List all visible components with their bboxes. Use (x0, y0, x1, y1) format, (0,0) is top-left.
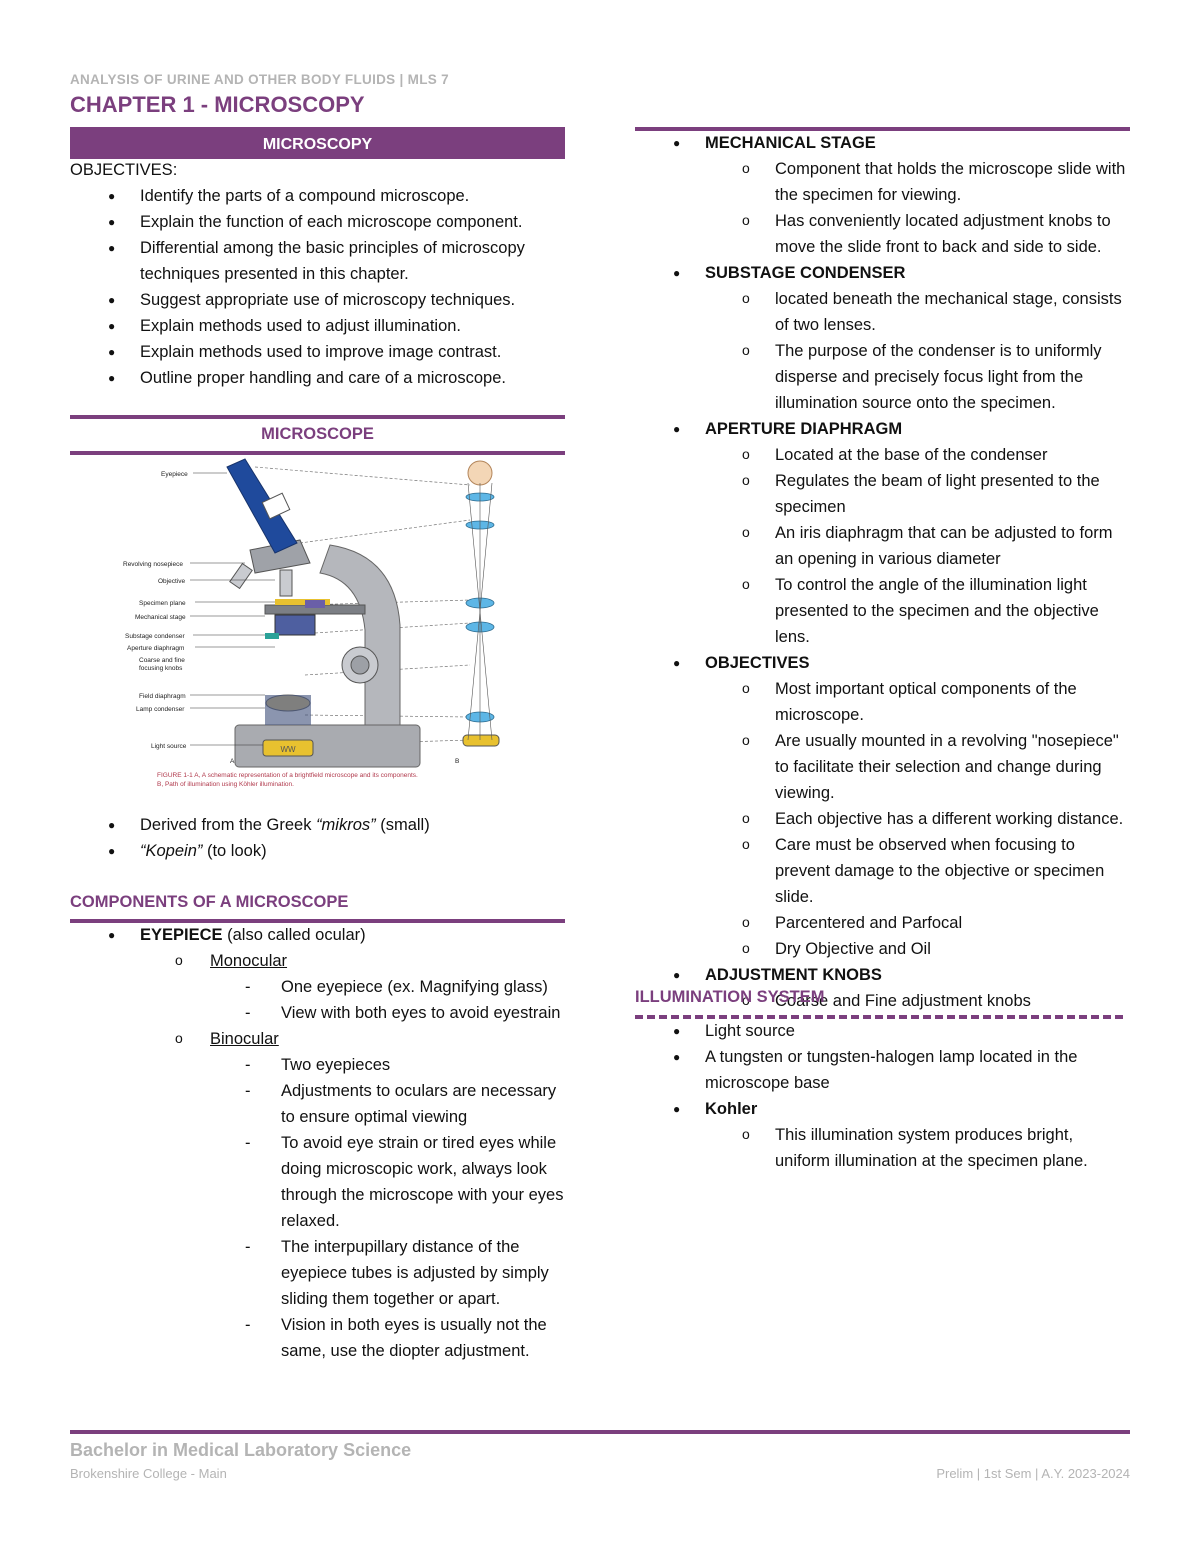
list-item: EYEPIECE (also called ocular) (70, 922, 565, 948)
label-focusing-knobs: focusing knobs (139, 665, 183, 672)
list-item: Derived from the Greek “mikros” (small) (70, 812, 565, 838)
illumination-dashed-rule (635, 1015, 1123, 1019)
objectives-list: Identify the parts of a compound microsc… (70, 183, 565, 391)
label-a: A (230, 758, 235, 765)
list-item: Adjustments to oculars are necessary to … (70, 1078, 564, 1130)
list-item: located beneath the mechanical stage, co… (635, 285, 1130, 338)
chapter-title: CHAPTER 1 - MICROSCOPY (70, 92, 365, 117)
eyepiece-label: EYEPIECE (140, 926, 223, 944)
list-item: Component that holds the microscope slid… (635, 155, 1130, 208)
footer-program: Bachelor in Medical Laboratory Science (70, 1440, 412, 1460)
list-item: Regulates the beam of light presented to… (635, 467, 1130, 520)
list-item: A tungsten or tungsten-halogen lamp loca… (635, 1044, 1130, 1096)
list-item: Are usually mounted in a revolving "nose… (635, 727, 1130, 806)
list-item: An iris diaphragm that can be adjusted t… (635, 519, 1130, 572)
label-objective: Objective (158, 578, 185, 585)
list-item: Explain the function of each microscope … (70, 209, 565, 235)
eyepiece-note: (also called ocular) (222, 926, 366, 944)
microscope-title: MICROSCOPE (261, 425, 374, 443)
figure-caption-2: B, Path of illumination using Köhler ill… (157, 781, 294, 788)
etymology-meaning: (to look) (202, 842, 267, 860)
components-title: COMPONENTS OF A MICROSCOPE (70, 893, 349, 911)
adjustment-knobs-heading: ADJUSTMENT KNOBS (635, 962, 1130, 988)
figure-caption-1: FIGURE 1-1 A, A schematic representation… (157, 772, 418, 779)
list-item: View with both eyes to avoid eyestrain (70, 1000, 565, 1026)
substage-condenser-heading: SUBSTAGE CONDENSER (635, 260, 1130, 286)
label-mechanical-stage: Mechanical stage (135, 614, 186, 621)
microscope-bottom-rule (70, 451, 565, 455)
list-item: Explain methods used to improve image co… (70, 339, 565, 365)
list-item: Each objective has a different working d… (635, 805, 1130, 832)
list-item: Care must be observed when focusing to p… (635, 831, 1130, 910)
label-coarse-fine: Coarse and fine (139, 657, 185, 664)
list-item: Coarse and Fine adjustment knobs (635, 987, 1130, 1014)
list-item: Vision in both eyes is usually not the s… (70, 1312, 564, 1364)
list-item: Most important optical components of the… (635, 675, 1130, 728)
aperture-diaphragm-heading: APERTURE DIAPHRAGM (635, 416, 1130, 442)
etymology-section: Derived from the Greek “mikros” (small) … (70, 812, 565, 864)
objectives-heading: OBJECTIVES (635, 650, 1130, 676)
binocular-heading: Binocular (70, 1025, 565, 1052)
etymology-meaning: (small) (375, 816, 430, 834)
label-substage-condenser: Substage condenser (125, 633, 185, 640)
list-item: Explain methods used to adjust illuminat… (70, 313, 565, 339)
right-top-rule (635, 127, 1130, 131)
list-item: Suggest appropriate use of microscopy te… (70, 287, 565, 313)
list-item: Parcentered and Parfocal (635, 909, 1130, 936)
list-item: The purpose of the condenser is to unifo… (635, 337, 1130, 416)
components-rule (70, 919, 565, 923)
list-item: Light source (635, 1018, 1130, 1044)
label-lamp-condenser: Lamp condenser (136, 706, 185, 713)
list-item: Has conveniently located adjustment knob… (635, 207, 1130, 260)
list-item: Outline proper handling and care of a mi… (70, 365, 565, 391)
label-eyepiece: Eyepiece (161, 471, 188, 478)
footer-term: Prelim | 1st Sem | A.Y. 2023-2024 (936, 1466, 1130, 1481)
footer-school: Brokenshire College - Main (70, 1466, 227, 1481)
microscope-diagram: WW Eyepiece (123, 458, 500, 788)
label-nosepiece: Revolving nosepiece (123, 561, 183, 568)
label-specimen-plane: Specimen plane (139, 600, 186, 607)
list-item: The interpupillary distance of the eyepi… (70, 1234, 564, 1312)
list-item: This illumination system produces bright… (635, 1121, 1130, 1174)
kohler-heading: Kohler (635, 1096, 1130, 1122)
monocular-heading: Monocular (70, 947, 565, 974)
label-aperture-diaphragm: Aperture diaphragm (127, 645, 184, 652)
right-column: MECHANICAL STAGE Component that holds th… (635, 130, 1130, 1014)
list-item: Differential among the basic principles … (70, 235, 565, 287)
label-light-source: Light source (151, 743, 187, 750)
illumination-title: ILLUMINATION SYSTEM (635, 988, 825, 1006)
etymology-text: Derived from the Greek (140, 816, 317, 834)
footer-rule (70, 1430, 1130, 1434)
etymology-word: “Kopein” (140, 842, 203, 860)
list-item: To control the angle of the illumination… (635, 571, 1130, 650)
list-item: One eyepiece (ex. Magnifying glass) (70, 974, 565, 1000)
list-item: Dry Objective and Oil (635, 935, 1130, 962)
mechanical-stage-heading: MECHANICAL STAGE (635, 130, 1130, 156)
list-item: Two eyepieces (70, 1052, 565, 1078)
list-item: “Kopein” (to look) (70, 838, 565, 864)
course-title: ANALYSIS OF URINE AND OTHER BODY FLUIDS … (70, 72, 449, 87)
microscopy-banner: MICROSCOPY (70, 130, 565, 159)
objectives-section: OBJECTIVES: Identify the parts of a comp… (70, 157, 565, 391)
list-item: To avoid eye strain or tired eyes while … (70, 1130, 564, 1234)
components-section: EYEPIECE (also called ocular) Monocular … (70, 922, 565, 1364)
objectives-label: OBJECTIVES: (70, 161, 178, 179)
svg-text:WW: WW (280, 745, 296, 754)
list-item: Identify the parts of a compound microsc… (70, 183, 565, 209)
etymology-word: “mikros” (316, 816, 376, 834)
illumination-section: Light source A tungsten or tungsten-halo… (635, 1018, 1130, 1174)
left-top-rule (70, 127, 565, 131)
label-b: B (455, 758, 459, 765)
label-field-diaphragm: Field diaphragm (139, 693, 186, 700)
microscope-top-rule (70, 415, 565, 419)
list-item: Located at the base of the condenser (635, 441, 1130, 468)
